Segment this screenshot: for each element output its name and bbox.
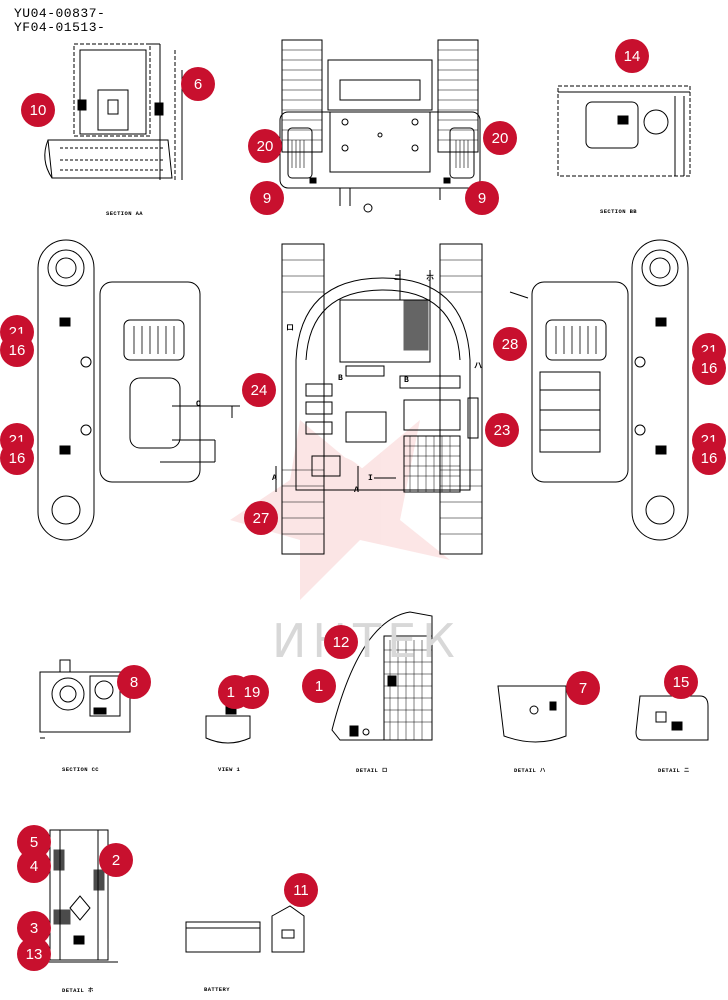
caption-view-1: VIEW 1 xyxy=(218,766,241,773)
callout-9-left[interactable]: 9 xyxy=(250,181,284,215)
plan-view-drawing xyxy=(275,243,483,555)
view-mark-ha: ハ xyxy=(474,362,483,371)
view-mark-a2: A xyxy=(354,486,360,495)
battery-drawing xyxy=(185,905,305,953)
caption-section-aa: SECTION AA xyxy=(106,210,144,217)
callout-16-left-upper[interactable]: 16 xyxy=(0,333,34,367)
drawing-code-1: YU04-00837- xyxy=(14,6,106,21)
callout-27[interactable]: 27 xyxy=(244,501,278,535)
watermark-text: ИНТЕК xyxy=(272,614,461,668)
right-side-view-drawing xyxy=(509,239,689,541)
callout-20-right[interactable]: 20 xyxy=(483,121,517,155)
callout-9-right[interactable]: 9 xyxy=(465,181,499,215)
drawing-code-2: YF04-01513- xyxy=(14,20,106,35)
callout-7[interactable]: 7 xyxy=(566,671,600,705)
detail-ni-drawing xyxy=(635,695,709,741)
callout-10[interactable]: 10 xyxy=(21,93,55,127)
section-bb-drawing xyxy=(557,85,691,177)
caption-detail-ha: DETAIL ハ xyxy=(514,767,546,774)
callout-16-left-lower[interactable]: 16 xyxy=(0,441,34,475)
callout-19[interactable]: 19 xyxy=(235,675,269,709)
callout-1[interactable]: 1 xyxy=(302,669,336,703)
callout-8[interactable]: 8 xyxy=(117,665,151,699)
left-side-view-drawing xyxy=(37,239,240,541)
view-mark-a1: A xyxy=(272,474,278,483)
callout-11[interactable]: 11 xyxy=(284,873,318,907)
caption-detail-ho: DETAIL ホ xyxy=(62,987,94,994)
view-mark-c: C xyxy=(196,400,202,409)
callout-4[interactable]: 4 xyxy=(17,849,51,883)
caption-detail-ni: DETAIL ニ xyxy=(658,767,690,774)
callout-14[interactable]: 14 xyxy=(615,39,649,73)
callout-20-left[interactable]: 20 xyxy=(248,129,282,163)
section-aa-drawing xyxy=(44,43,183,180)
callout-28[interactable]: 28 xyxy=(493,327,527,361)
callout-6[interactable]: 6 xyxy=(181,67,215,101)
callout-2[interactable]: 2 xyxy=(99,843,133,877)
callout-16-right-lower[interactable]: 16 xyxy=(692,441,726,475)
caption-section-bb: SECTION BB xyxy=(600,208,638,215)
watermark-logo xyxy=(230,420,450,600)
rear-view-drawing xyxy=(279,39,481,213)
detail-ro-drawing xyxy=(331,611,433,741)
view-mark-b2: B xyxy=(404,376,410,385)
caption-battery: BATTERY xyxy=(204,986,230,993)
view-1-drawing xyxy=(205,705,251,744)
view-mark-ho: ホ xyxy=(426,274,435,283)
view-mark-ni: ニ xyxy=(394,274,403,283)
caption-detail-ro: DETAIL ロ xyxy=(356,767,388,774)
callout-24[interactable]: 24 xyxy=(242,373,276,407)
callout-16-right-upper[interactable]: 16 xyxy=(692,351,726,385)
callout-12[interactable]: 12 xyxy=(324,625,358,659)
section-cc-drawing xyxy=(39,659,131,739)
detail-ha-drawing xyxy=(497,685,567,743)
caption-section-cc: SECTION CC xyxy=(62,766,100,773)
detail-ho-drawing xyxy=(40,829,118,963)
callout-15[interactable]: 15 xyxy=(664,665,698,699)
view-mark-b1: B xyxy=(338,374,344,383)
view-mark-ro: ロ xyxy=(286,324,295,333)
callout-23[interactable]: 23 xyxy=(485,413,519,447)
view-mark-i: I xyxy=(368,474,374,483)
callout-13[interactable]: 13 xyxy=(17,937,51,971)
